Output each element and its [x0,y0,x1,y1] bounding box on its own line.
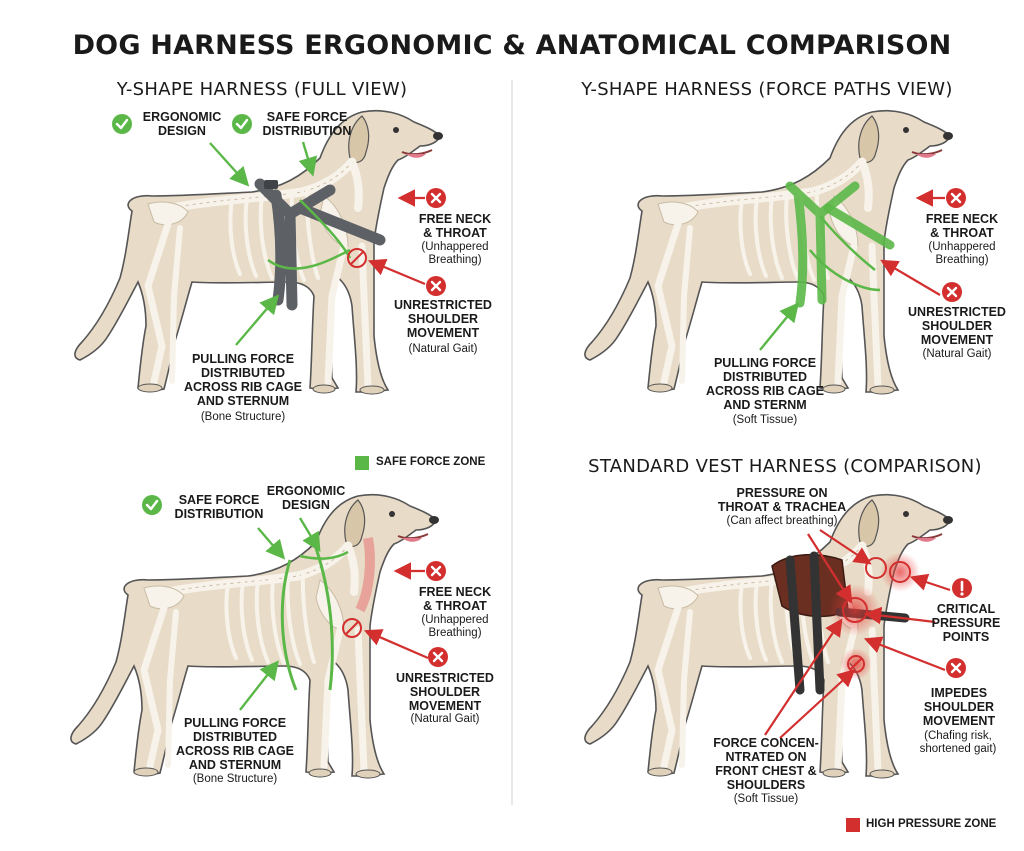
panel-heading-bottom-right: STANDARD VEST HARNESS (COMPARISON) [588,456,982,477]
label-ergonomic-design: ERGONOMIC DESIGN [266,484,346,512]
label-free-neck-throat: FREE NECK & THROAT [925,212,999,240]
label-unrestricted-shoulder: UNRESTRICTED SHOULDER MOVEMENT [396,671,494,713]
label-free-neck-sub: (Unhappered Breathing) [421,241,489,266]
label-pulling-sub: (Soft Tissue) [732,414,798,426]
dog-illustration-bottom-left [71,495,439,778]
legend-swatch-safe [355,456,369,470]
label-pulling-force: PULLING FORCE DISTRIBUTED ACROSS RIB CAG… [175,716,295,772]
y-harness-force-paths [785,181,860,308]
label-unrestricted-shoulder: UNRESTRICTED SHOULDER MOVEMENT [394,298,492,340]
check-icon [230,112,254,136]
label-free-neck-throat: FREE NECK & THROAT [418,585,492,613]
x-icon [424,559,448,583]
legend-label-high: HIGH PRESSURE ZONE [866,818,997,830]
label-pulling-force: PULLING FORCE DISTRIBUTED ACROSS RIB CAG… [183,352,303,408]
page-title: DOG HARNESS ERGONOMIC & ANATOMICAL COMPA… [72,30,952,61]
label-pulling-sub: (Bone Structure) [192,773,278,785]
label-pressure-sub: (Can affect breathing) [726,515,838,527]
x-icon [944,186,968,210]
label-pulling-sub: (Bone Structure) [200,411,286,423]
y-harness-straps [254,178,336,311]
panel-heading-top-left: Y-SHAPE HARNESS (FULL VIEW) [116,79,408,100]
label-force-sub: (Soft Tissue) [733,793,799,805]
label-pressure-throat: PRESSURE ON THROAT & TRACHEA [717,486,847,514]
legend-label-safe: SAFE FORCE ZONE [376,456,486,468]
x-icon [940,280,964,304]
label-shoulder-sub: (Natural Gait) [408,343,478,355]
x-icon [424,274,448,298]
label-safe-force-distribution: SAFE FORCE DISTRIBUTION [174,493,264,521]
label-shoulder-sub: (Natural Gait) [922,348,992,360]
label-safe-force-distribution: SAFE FORCE DISTRIBUTION [262,110,352,138]
label-impedes-shoulder: IMPEDES SHOULDER MOVEMENT [922,686,996,728]
label-ergonomic-design: ERGONOMIC DESIGN [142,110,222,138]
label-critical-pressure: CRITICAL PRESSURE POINTS [931,602,1001,644]
label-shoulder-sub: (Natural Gait) [410,713,480,725]
label-force-concentrated: FORCE CONCEN- NTRATED ON FRONT CHEST & S… [713,736,819,792]
check-icon [140,493,164,517]
label-pulling-force: PULLING FORCE DISTRIBUTED ACROSS RIB CAG… [705,356,825,412]
label-free-neck-throat: FREE NECK & THROAT [418,212,492,240]
x-icon [426,645,450,669]
legend-swatch-high [846,818,860,832]
label-impedes-sub: (Chafing risk, shortened gait) [919,730,997,755]
label-free-neck-sub: (Unhappered Breathing) [928,241,996,266]
throat-highlight [355,537,375,613]
x-icon [944,656,968,680]
check-icon [110,112,134,136]
dog-illustration-top-left [75,111,443,394]
label-free-neck-sub: (Unhappered Breathing) [421,614,489,639]
dog-illustration-top-right [585,111,953,394]
x-icon [424,186,448,210]
panel-heading-top-right: Y-SHAPE HARNESS (FORCE PATHS VIEW) [581,79,953,100]
shoulder-target-marker [347,248,367,268]
label-unrestricted-shoulder: UNRESTRICTED SHOULDER MOVEMENT [908,305,1006,347]
alert-icon [950,576,974,600]
